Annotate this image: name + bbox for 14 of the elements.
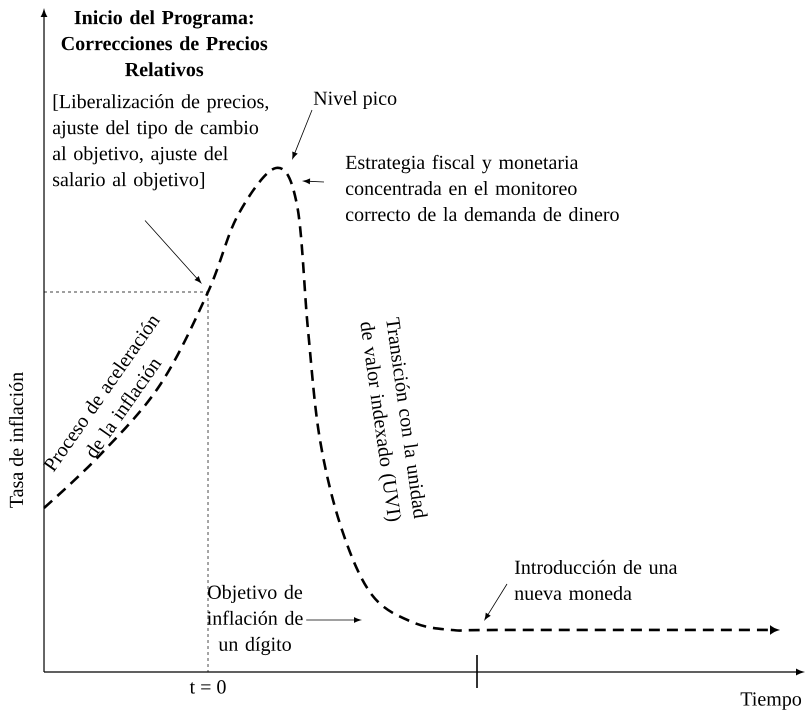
annotation-text: Inicio del Programa: Correcciones de Precios Relativos [Liberalización de precios, ajuste del tipo de cambio al objetivo, ajuste del salario al objetivo]	[52, 10, 268, 190]
axis-label: Tasa de inflación	[8, 372, 24, 508]
leader-arrow	[292, 110, 312, 159]
axis-label: Tiempo	[740, 692, 802, 710]
annotation-text: Introducción de una nueva moneda	[514, 560, 678, 600]
annotation-text: Objetivo de inflación de un dígito	[207, 584, 303, 656]
leader-arrow	[144, 220, 202, 284]
axis-label: t = 0	[190, 680, 226, 694]
leader-arrow	[303, 178, 324, 184]
leader-arrow	[484, 584, 508, 620]
annotation-text: Estrategia fiscal y monetaria concentrada en el monitoreo correcto de la demanda de dinero	[346, 154, 619, 222]
leader-arrow	[306, 617, 361, 623]
curve-label: Transición con la unidad de valor indexado (UVI)	[360, 317, 428, 522]
annotation-text: Nivel pico	[314, 90, 396, 110]
